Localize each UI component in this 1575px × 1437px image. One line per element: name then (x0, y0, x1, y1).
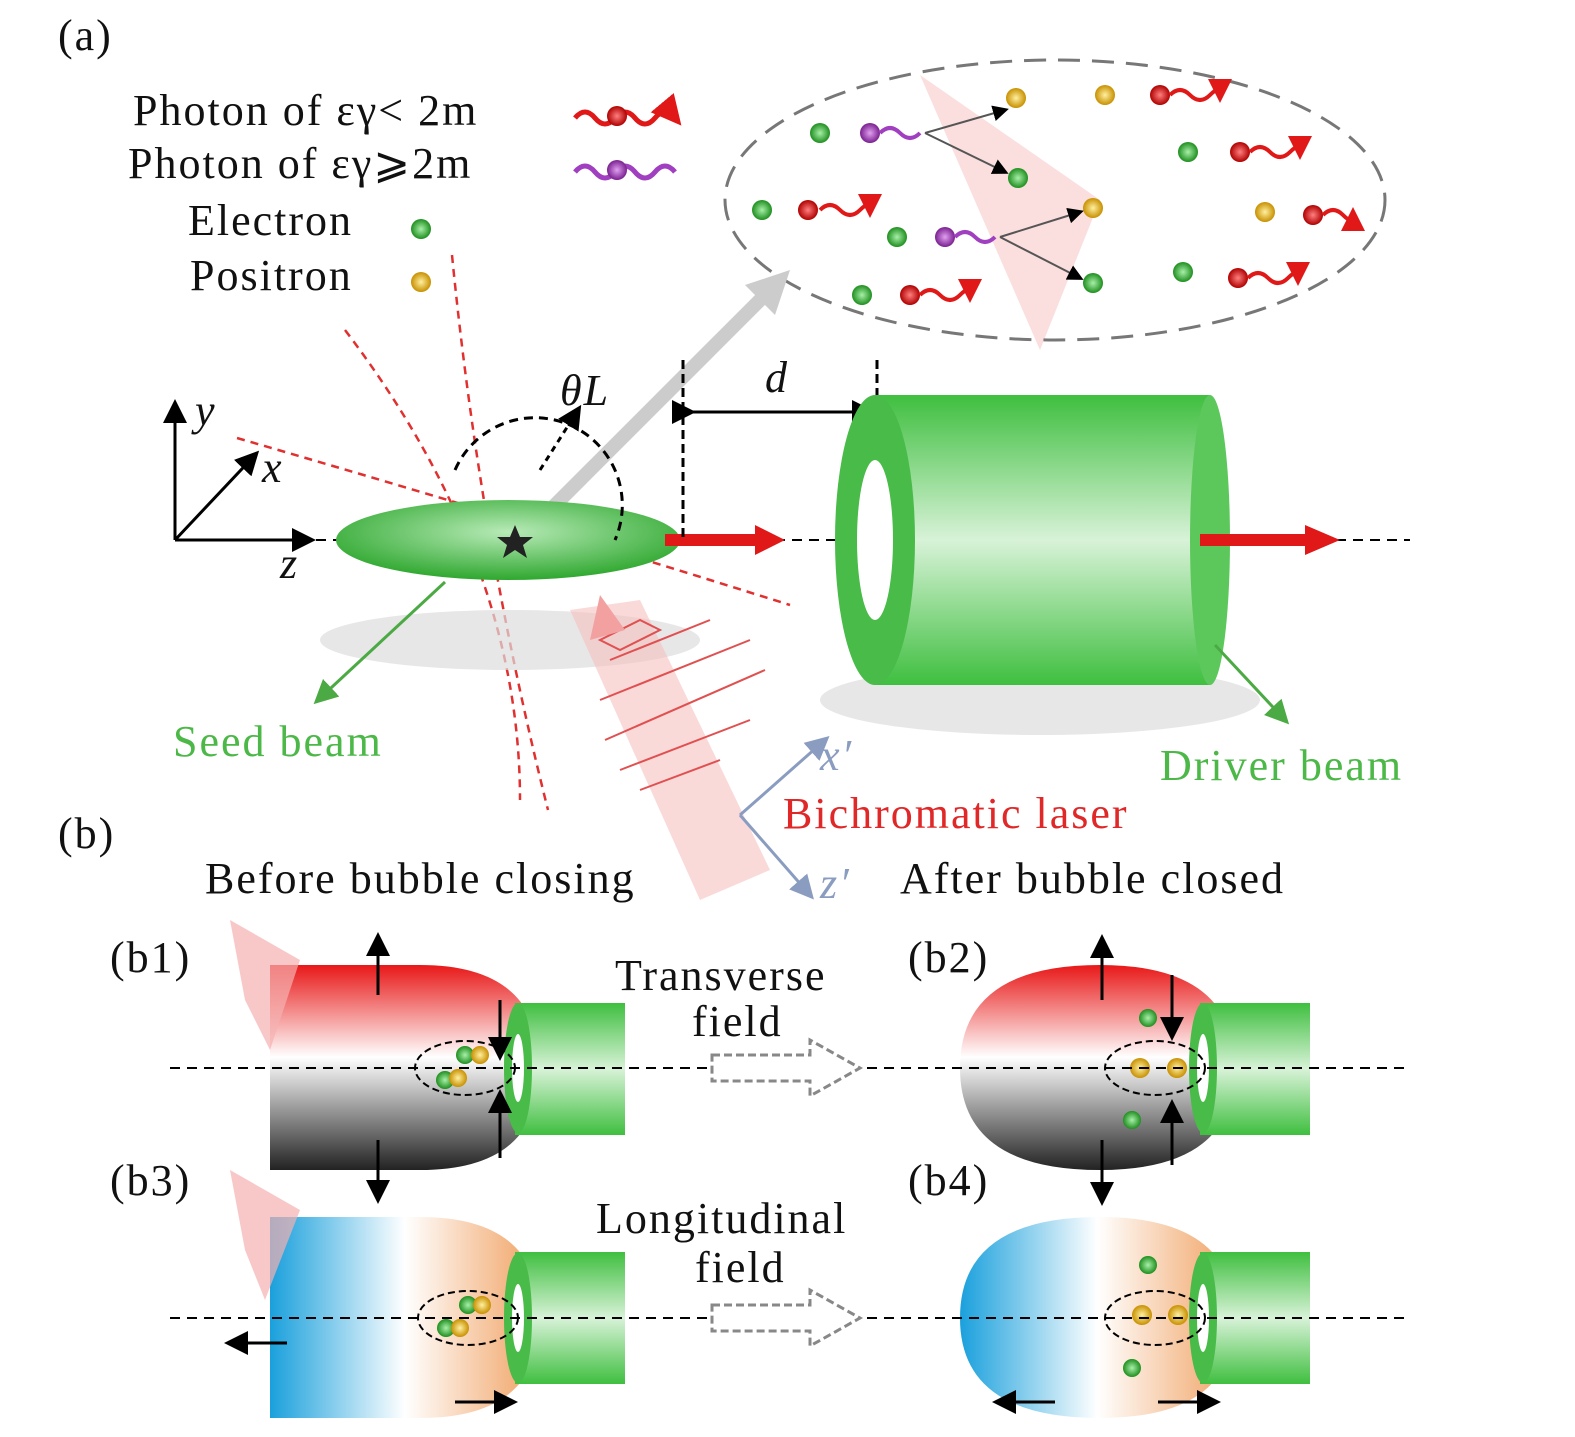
longitudinal-label: Longitudinal (596, 1194, 847, 1243)
driver-beam-label: Driver beam (1160, 741, 1403, 790)
axis-zp-label: z′ (819, 859, 851, 908)
b1-label: (b1) (110, 933, 191, 982)
legend-electron-label: Electron (188, 196, 353, 245)
transverse-label: Transverse (615, 951, 826, 1000)
star-icon (497, 525, 533, 558)
laser-axes (738, 736, 830, 900)
panel-b-label: (b) (58, 809, 115, 858)
bubble-b3 (230, 1170, 625, 1418)
seed-beam-label: Seed beam (173, 717, 383, 766)
legend-photon-low-label: Photon of εγ< 2m (133, 86, 478, 135)
before-label: Before bubble closing (205, 854, 636, 903)
legend: Photon of εγ< 2m Photon of εγ⩾2m Electro… (128, 86, 682, 300)
driver-beam (820, 395, 1260, 735)
transverse-field-label: field (692, 997, 783, 1046)
after-label: After bubble closed (900, 854, 1285, 903)
legend-positron-label: Positron (190, 251, 353, 300)
longitudinal-field-label: field (695, 1243, 786, 1292)
b2-label: (b2) (908, 933, 989, 982)
legend-photon-high-label: Photon of εγ⩾2m (128, 139, 472, 188)
bichromatic-laser-pulse (570, 595, 770, 900)
b4-label: (b4) (908, 1156, 989, 1205)
panel-a-label: (a) (58, 11, 113, 60)
theta-label: θL (560, 366, 610, 415)
axis-x-label: x (261, 443, 284, 492)
pair-production-inset (723, 58, 1387, 350)
bichromatic-laser-label: Bichromatic laser (783, 789, 1129, 838)
distance-label: d (765, 353, 789, 402)
field-arrows (224, 932, 1221, 1414)
positron-icon (411, 272, 431, 292)
emission-arrow (515, 285, 775, 545)
b3-label: (b3) (110, 1156, 191, 1205)
transition-arrows (710, 1037, 864, 1349)
axis-y-label: y (191, 386, 217, 435)
axis-xp-label: x′ (819, 731, 853, 780)
bubble-b1 (230, 920, 625, 1170)
electron-icon (411, 219, 431, 239)
axis-z-label: z (279, 539, 299, 588)
